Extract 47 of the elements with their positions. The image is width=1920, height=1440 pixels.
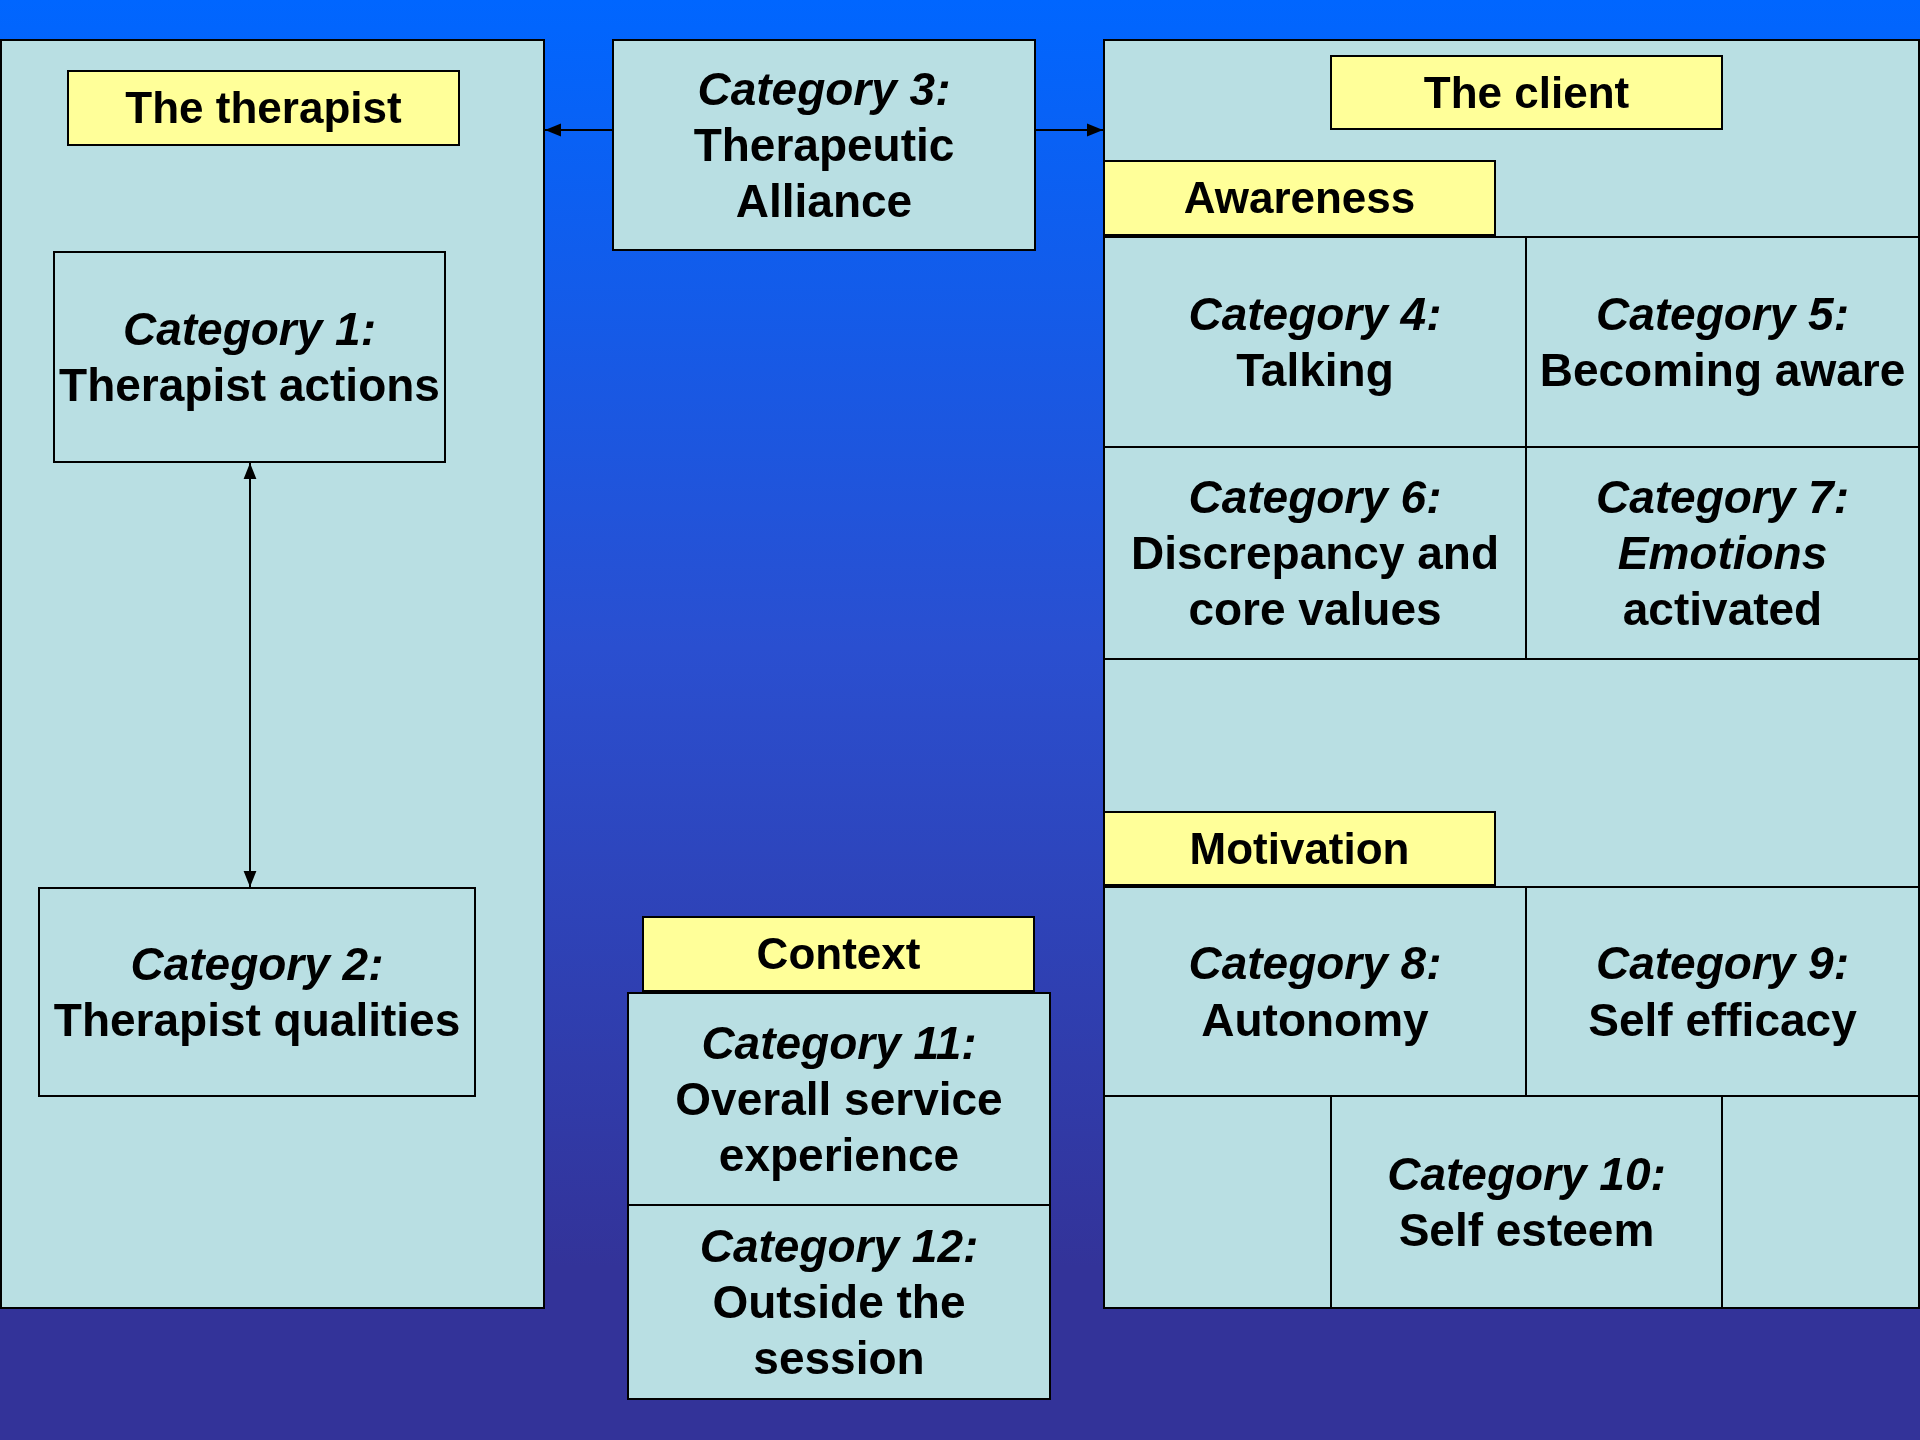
category-title: Discrepancy and core values bbox=[1129, 525, 1501, 638]
category-box bbox=[627, 1204, 1051, 1400]
category-title: Emotions activated bbox=[1616, 525, 1829, 638]
category-box bbox=[612, 39, 1036, 251]
category-title: Talking bbox=[1236, 343, 1394, 398]
category-number: Category 10: bbox=[1387, 1146, 1666, 1202]
category-box bbox=[1525, 886, 1920, 1097]
category-number: Category 5: bbox=[1595, 286, 1850, 342]
category-number: Category 11: bbox=[701, 1015, 977, 1071]
arrow bbox=[243, 462, 257, 888]
category-box bbox=[627, 992, 1051, 1206]
heading: Motivation bbox=[1189, 822, 1410, 875]
heading: Context bbox=[756, 928, 921, 981]
category-box bbox=[38, 887, 476, 1097]
panel bbox=[1103, 39, 1920, 1309]
category-box bbox=[1330, 1095, 1723, 1309]
arrow bbox=[544, 123, 613, 137]
category-number: Category 3: bbox=[697, 61, 951, 117]
arrow bbox=[1035, 123, 1104, 137]
heading-box bbox=[67, 70, 460, 146]
category-title: Self efficacy bbox=[1588, 992, 1857, 1048]
panel bbox=[0, 39, 545, 1309]
category-title: Self esteem bbox=[1398, 1203, 1655, 1258]
category-number: Category 12: bbox=[699, 1218, 979, 1274]
category-title: Autonomy bbox=[1201, 992, 1429, 1048]
heading: The client bbox=[1423, 66, 1630, 119]
heading: Awareness bbox=[1183, 172, 1416, 225]
category-number: Category 9: bbox=[1595, 936, 1850, 992]
category-title: Becoming aware bbox=[1539, 343, 1906, 398]
category-title: Therapist actions bbox=[59, 358, 440, 413]
heading-box bbox=[1103, 811, 1496, 886]
category-title: Overall service experience bbox=[674, 1071, 1004, 1184]
category-box bbox=[1103, 886, 1527, 1097]
category-number: Category 2: bbox=[130, 936, 384, 992]
category-number: Category 6: bbox=[1188, 469, 1442, 525]
heading-box bbox=[1330, 55, 1723, 130]
category-number: Category 8: bbox=[1188, 936, 1442, 992]
category-title: Therapeutic Alliance bbox=[692, 117, 956, 230]
category-title: Therapist qualities bbox=[53, 993, 461, 1048]
heading: The therapist bbox=[125, 82, 402, 135]
heading-box bbox=[1103, 160, 1496, 236]
heading-box bbox=[642, 916, 1035, 992]
category-number: Category 1: bbox=[122, 301, 377, 357]
category-title: Outside the session bbox=[711, 1274, 967, 1387]
category-number: Category 4: bbox=[1188, 286, 1442, 342]
category-number: Category 7: bbox=[1595, 469, 1850, 525]
category-box bbox=[53, 251, 446, 463]
